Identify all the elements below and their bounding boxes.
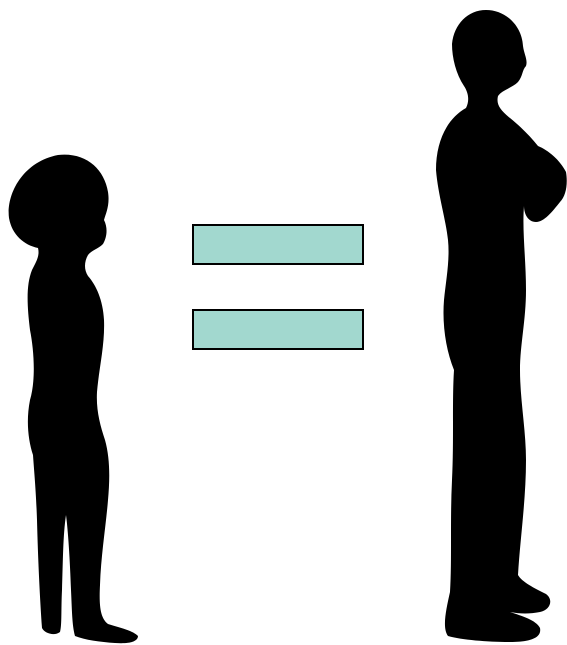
equals-sign-bottom-bar: [192, 309, 364, 350]
equals-sign-top-bar: [192, 224, 364, 265]
child-silhouette-shape: [8, 154, 138, 644]
adult-silhouette-shape: [436, 10, 567, 642]
